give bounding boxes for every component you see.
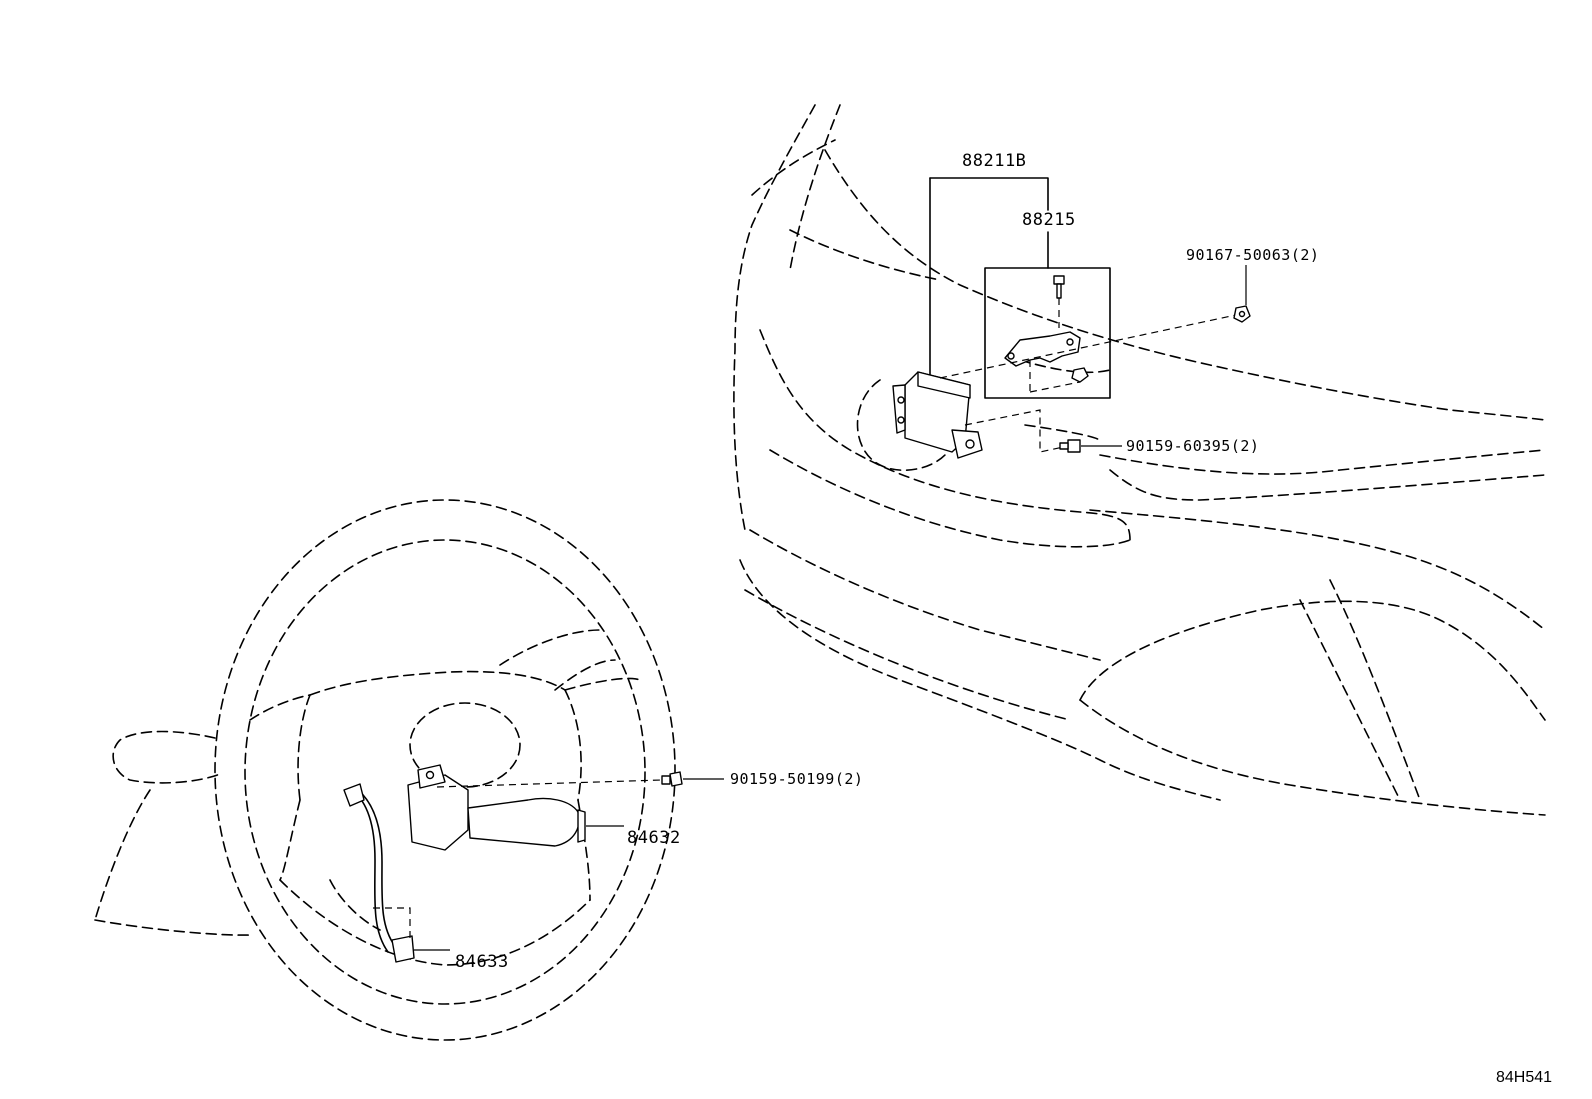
nut-alignment-line bbox=[1029, 381, 1081, 393]
radar-sensor-assembly bbox=[892, 177, 1251, 459]
harness-wire bbox=[351, 789, 389, 953]
clip-icon bbox=[1233, 305, 1251, 323]
switch-lever-tip bbox=[577, 809, 586, 843]
callout-90167-50063: 90167-50063(2) bbox=[1186, 246, 1319, 264]
callout-88211b: 88211B bbox=[962, 151, 1026, 171]
callout-84633: 84633 bbox=[455, 952, 509, 972]
harness-connector-bottom bbox=[391, 935, 415, 963]
sensor-bolt-icon bbox=[1059, 439, 1081, 453]
bracket-nut-icon bbox=[1071, 367, 1089, 383]
bolt-alignment-line bbox=[964, 409, 1069, 453]
callout-84632: 84632 bbox=[627, 828, 681, 848]
callout-labels: 88211B 88215 90167-50063(2) 90159-60395(… bbox=[455, 151, 1319, 972]
harness-alignment-line bbox=[370, 907, 411, 938]
steering-wheel-outline bbox=[94, 499, 676, 1041]
switch-bolt-alignment-line bbox=[436, 779, 663, 788]
sensor-bracket bbox=[1004, 331, 1081, 367]
harness-connector-top bbox=[343, 783, 365, 807]
cruise-control-switch-assembly bbox=[343, 764, 724, 963]
callout-90159-50199: 90159-50199(2) bbox=[730, 770, 863, 788]
vehicle-front-outline bbox=[733, 104, 1546, 816]
bracket-group-box bbox=[984, 267, 1111, 399]
bracket-screw-icon bbox=[1053, 275, 1065, 299]
radar-sensor bbox=[892, 371, 983, 459]
group-bracket-top bbox=[929, 177, 1049, 211]
clip-alignment-line bbox=[939, 314, 1237, 379]
harness-wire-2 bbox=[357, 789, 396, 947]
callout-88215: 88215 bbox=[1022, 210, 1076, 230]
switch-body bbox=[407, 774, 469, 851]
callout-90159-60395: 90159-60395(2) bbox=[1126, 437, 1259, 455]
diagram-id-label: 84H541 bbox=[1496, 1069, 1552, 1086]
switch-bolt-icon bbox=[661, 771, 683, 787]
switch-lever bbox=[467, 797, 580, 847]
